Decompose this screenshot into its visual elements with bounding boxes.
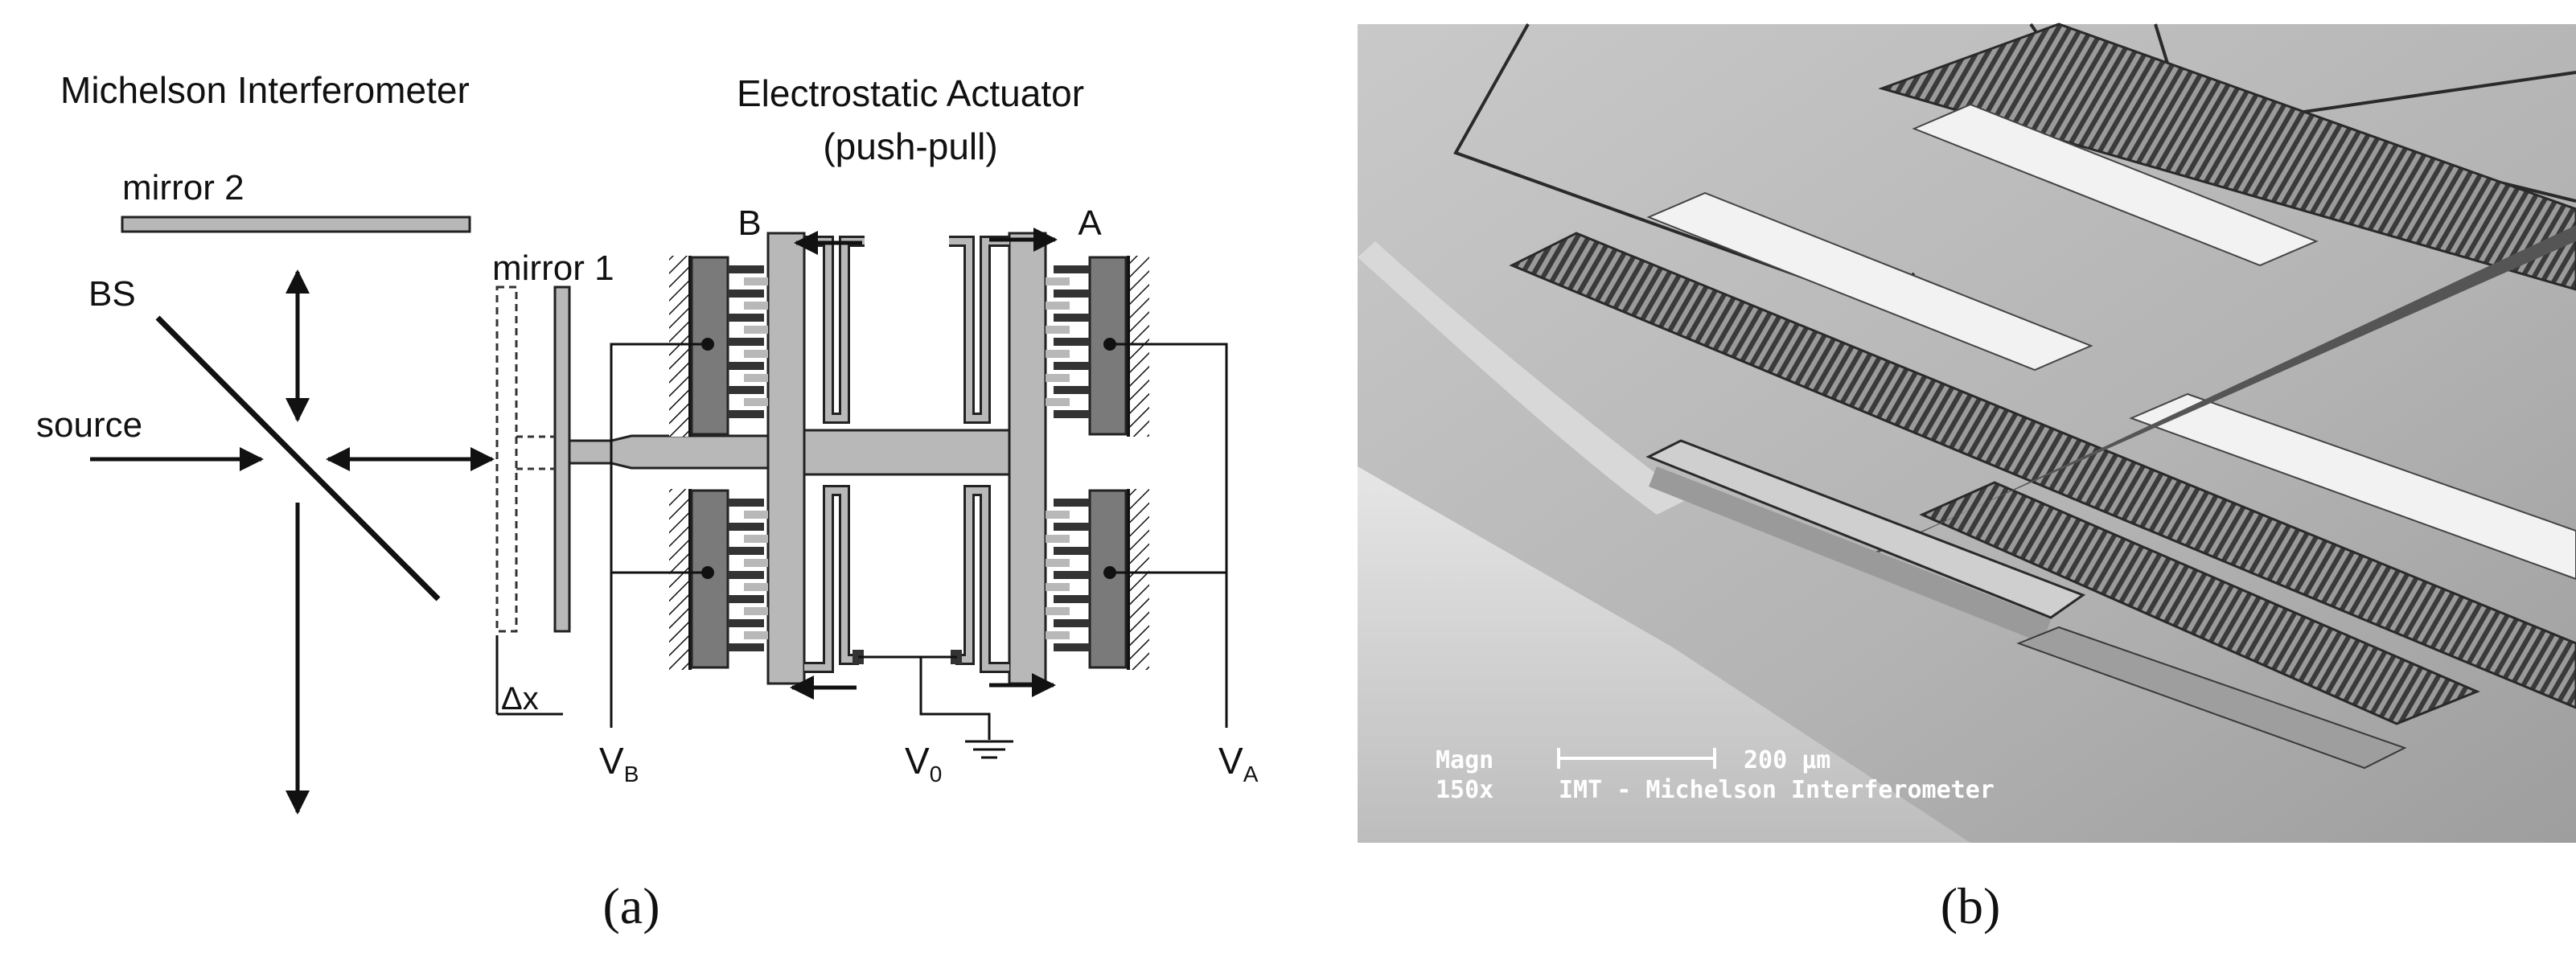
sem-spring-beams-3 xyxy=(2129,392,2576,581)
source-label: source xyxy=(36,405,142,445)
comb-fingers xyxy=(1054,265,1090,418)
spring-top-left xyxy=(804,236,865,424)
sem-mirror-wedge xyxy=(2016,626,2407,770)
anchor-hatch xyxy=(1128,256,1149,437)
mirror-1-displaced xyxy=(495,285,518,633)
spring-bottom-right-fill xyxy=(955,487,1009,671)
sem-spring-beams-2 xyxy=(1912,103,2319,267)
bs-label: BS xyxy=(88,274,136,314)
sem-magn-label: Magn xyxy=(1436,746,1493,774)
comb-stator xyxy=(690,489,729,669)
sem-substrate-foreground xyxy=(1358,466,1970,843)
sem-magn-value: 150x xyxy=(1436,776,1493,804)
sem-comb-array-lower xyxy=(1919,481,2480,725)
panel-b-sem-image: Magn 150x 200 µm IMT - Michelson Interfe… xyxy=(1358,23,2576,934)
anchor-hatch xyxy=(1128,489,1149,670)
comb-fingers xyxy=(728,265,764,418)
comb-drive-b-bottom xyxy=(669,489,768,670)
sem-mirror-trench-wall xyxy=(1649,466,2051,643)
sem-comb-array-main xyxy=(1509,232,2576,709)
spring-bottom-left-fill xyxy=(804,487,859,671)
panel-a-diagram: Michelson Interferometer Electrostatic A… xyxy=(36,69,1259,934)
caption-a: (a) xyxy=(602,877,659,934)
comb-fingers xyxy=(728,499,764,651)
sem-description: IMT - Michelson Interferometer xyxy=(1559,776,1995,804)
comb-rotor-fingers xyxy=(1046,277,1070,406)
comb-drive-a-top xyxy=(1046,256,1149,437)
anchor-hatch xyxy=(669,256,690,437)
comb-a-label: A xyxy=(1078,203,1102,243)
sem-spring-beams-1 xyxy=(1646,191,2093,372)
va-label: VA xyxy=(1218,740,1259,786)
spring-top-right xyxy=(949,236,1009,424)
beam-splitter xyxy=(155,315,441,602)
comb-b-label: B xyxy=(737,203,761,243)
mirror1-label: mirror 1 xyxy=(492,248,614,288)
sem-scale-length: 200 µm xyxy=(1744,746,1830,774)
sem-ledge xyxy=(1358,241,1689,515)
interferometer-title: Michelson Interferometer xyxy=(60,69,470,111)
mirror-1 xyxy=(553,285,571,633)
wire-v0 xyxy=(858,655,991,740)
ground-symbol xyxy=(965,740,1013,759)
comb-drive-b-top xyxy=(669,256,768,437)
sem-mirror-trench xyxy=(1645,439,2086,619)
comb-rotor-fingers xyxy=(1046,511,1070,639)
wire-vb-top xyxy=(610,343,708,728)
actuator-subtitle: (push-pull) xyxy=(823,125,997,167)
comb-drive-a-bottom xyxy=(1046,489,1149,670)
actuator-title: Electrostatic Actuator xyxy=(737,72,1084,114)
comb-rotor-fingers xyxy=(744,511,768,639)
vb-label: VB xyxy=(599,740,639,786)
caption-b: (b) xyxy=(1941,877,2001,934)
comb-stator xyxy=(690,256,729,436)
mirror2-label: mirror 2 xyxy=(122,168,244,207)
spring-top-right-fill xyxy=(949,238,1009,421)
wire-va-top xyxy=(1110,343,1228,728)
spring-top-left-fill xyxy=(804,238,865,421)
mirror-2 xyxy=(121,216,471,233)
v0-label: V0 xyxy=(905,740,942,786)
comb-rotor-fingers xyxy=(744,277,768,406)
shuttle-bar-right xyxy=(1008,232,1047,685)
comb-fingers xyxy=(1054,499,1090,651)
delta-x-label: Δx xyxy=(501,681,539,717)
sem-comb-array-upper xyxy=(1878,23,2576,291)
comb-stator xyxy=(1088,489,1128,669)
anchor-hatch xyxy=(669,489,690,670)
shuttle-bar-left xyxy=(766,232,806,685)
